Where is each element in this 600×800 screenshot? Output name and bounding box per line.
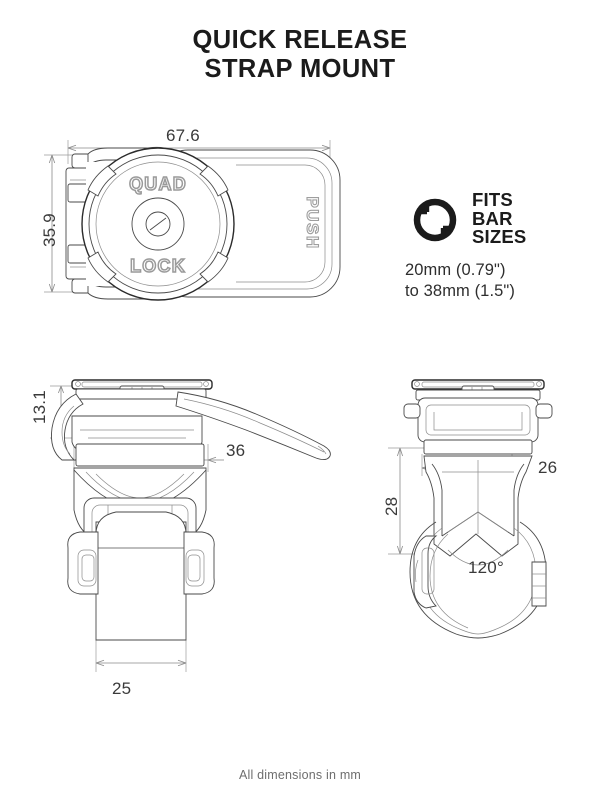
- dimension-label-36: 36: [226, 441, 246, 460]
- side-view-drawing: [50, 379, 331, 672]
- strap-band: [95, 511, 187, 641]
- side-cam-hook: [51, 393, 84, 461]
- footer-note: All dimensions in mm: [238, 768, 362, 782]
- dimension-height-35-9: [44, 154, 94, 293]
- side-body: [71, 415, 205, 467]
- logo-text-quad: QUAD: [129, 174, 187, 194]
- dimension-label-25: 25: [112, 679, 132, 698]
- dimension-width-25: [95, 640, 187, 672]
- fits-heading-row: FITS BAR SIZES: [405, 190, 580, 248]
- dimension-label-26: 26: [538, 458, 558, 477]
- logo-text-lock: LOCK: [130, 256, 186, 276]
- title-line-1: QUICK RELEASE: [192, 26, 408, 54]
- push-label: PUSH: [303, 196, 322, 249]
- front-view-drawing: [388, 379, 553, 639]
- dimension-label-120-deg: 120°: [468, 558, 504, 577]
- page-title: QUICK RELEASE STRAP MOUNT: [0, 26, 600, 83]
- side-head-assembly: [71, 379, 213, 400]
- quad-lock-dial: QUAD LOCK: [81, 147, 235, 301]
- top-view-drawing: PUSH QUAD LOCK: [44, 140, 341, 301]
- front-strap-loop: [409, 521, 547, 639]
- release-lever-arm: [175, 391, 331, 461]
- dimension-label-28: 28: [382, 496, 401, 516]
- fits-word-2: BAR: [472, 207, 513, 229]
- fits-bar-sizes-panel: FITS BAR SIZES 20mm (0.79") to 38mm (1.5…: [405, 190, 580, 303]
- front-head-assembly: [411, 379, 545, 401]
- bar-diameter-icon: [413, 198, 457, 242]
- fits-range-text: 20mm (0.79") to 38mm (1.5"): [405, 260, 580, 303]
- dimension-label-35-9: 35.9: [40, 213, 59, 247]
- fits-heading-text: FITS BAR SIZES: [472, 191, 526, 247]
- front-clamp-arms: [423, 455, 533, 557]
- front-housing: [403, 397, 553, 455]
- dimension-label-67-6: 67.6: [166, 126, 200, 145]
- dimension-label-13-1: 13.1: [30, 390, 49, 424]
- fits-word-1: FITS: [472, 189, 513, 211]
- title-line-2: STRAP MOUNT: [204, 54, 396, 83]
- fits-range-line-2: to 38mm (1.5"): [405, 282, 515, 301]
- fits-word-3: SIZES: [472, 226, 527, 248]
- strap-buckle-wings: [67, 531, 215, 595]
- fits-range-line-1: 20mm (0.79"): [405, 261, 506, 279]
